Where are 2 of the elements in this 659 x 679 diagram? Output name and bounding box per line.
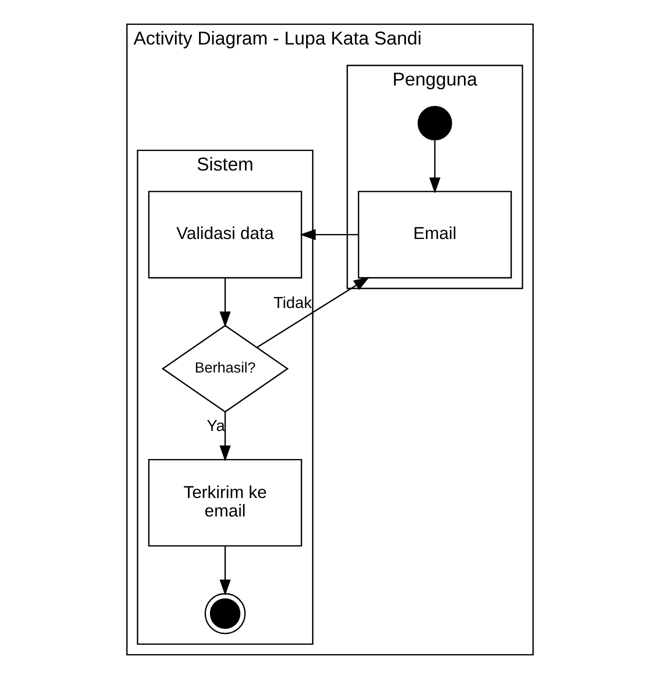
edge-label: Tidak (273, 295, 312, 312)
edge-label: Ya (206, 418, 224, 436)
